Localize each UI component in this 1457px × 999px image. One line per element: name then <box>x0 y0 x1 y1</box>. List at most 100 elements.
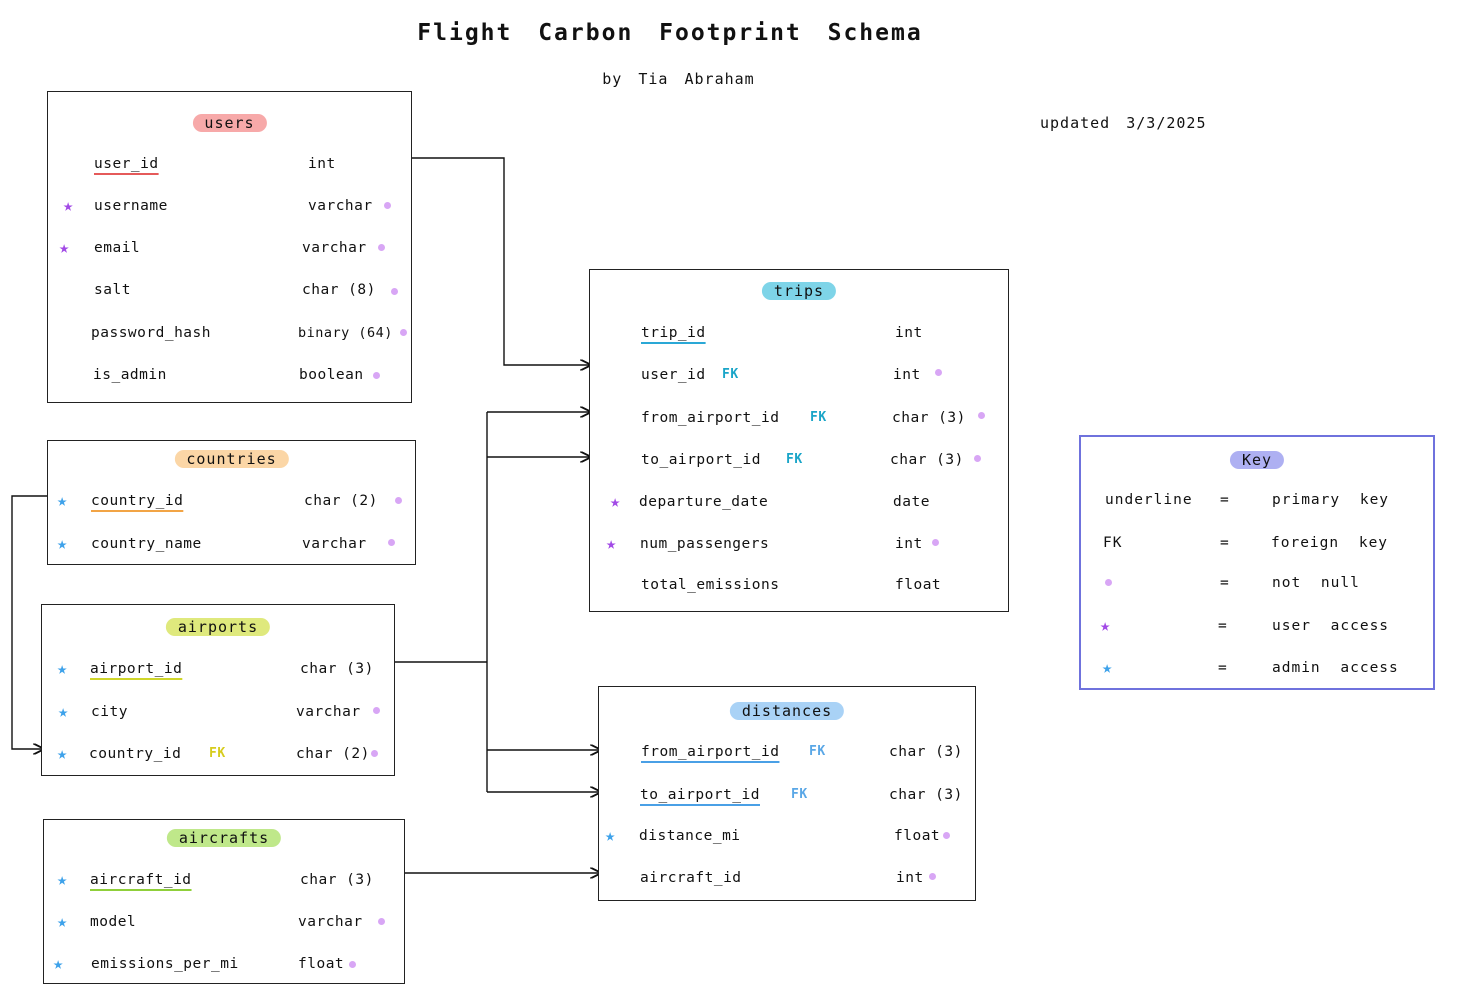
user-access-star-icon: ★ <box>59 238 70 258</box>
column-type: varchar <box>302 240 367 256</box>
table-aircrafts: aircrafts ★ aircraft_id char (3) ★ model… <box>43 819 405 984</box>
column-row: to_airport_id FK char (3) <box>599 787 975 811</box>
legend-key: Key underline = primary key FK = foreign… <box>1079 435 1435 690</box>
column-name: country_name <box>91 536 202 552</box>
column-type: binary (64) <box>298 325 393 341</box>
column-row: ★ departure_date date <box>590 494 1008 518</box>
user-access-star-icon: ★ <box>1100 616 1112 636</box>
column-row: user_id FK int <box>590 367 1008 391</box>
column-type: char (3) <box>300 661 374 677</box>
legend-meaning: admin access <box>1272 660 1399 676</box>
column-row: ★ distance_mi float <box>599 828 975 852</box>
column-type: int <box>896 870 924 886</box>
legend-row: ★ = user access <box>1081 618 1433 642</box>
admin-access-star-icon: ★ <box>57 744 68 764</box>
column-row: trip_id int <box>590 325 1008 349</box>
column-name: departure_date <box>639 494 769 510</box>
column-type: char (2) <box>304 493 378 509</box>
table-title-aircrafts: aircrafts <box>166 829 282 847</box>
column-name: password_hash <box>91 325 211 341</box>
column-name: user_id <box>94 156 159 172</box>
column-name: to_airport_id <box>641 452 761 468</box>
column-name: salt <box>94 282 131 298</box>
column-type: float <box>895 577 942 593</box>
column-type: varchar <box>308 198 373 214</box>
legend-row: underline = primary key <box>1081 492 1433 516</box>
not-null-dot-icon <box>395 497 402 504</box>
legend-equals: = <box>1220 575 1230 591</box>
column-row: ★ username varchar <box>48 198 411 222</box>
not-null-dot-icon <box>373 372 380 379</box>
column-name: country_id <box>91 493 184 509</box>
column-type: char (8) <box>302 282 376 298</box>
column-type: int <box>895 325 923 341</box>
column-row: ★ model varchar <box>44 914 404 938</box>
column-name: from_airport_id <box>641 410 780 426</box>
column-name: num_passengers <box>640 536 770 552</box>
column-name: airport_id <box>90 661 183 677</box>
not-null-dot-icon <box>391 288 398 295</box>
not-null-dot-icon <box>974 455 981 462</box>
column-name: emissions_per_mi <box>91 956 239 972</box>
column-row: total_emissions float <box>590 577 1008 601</box>
column-row: ★ num_passengers int <box>590 536 1008 560</box>
column-type: char (3) <box>890 452 964 468</box>
table-airports: airports ★ airport_id char (3) ★ city va… <box>41 604 395 776</box>
diagram-title: Flight Carbon Footprint Schema <box>417 20 923 46</box>
not-null-dot-icon <box>932 539 939 546</box>
column-row: ★ country_id FK char (2) <box>42 746 394 770</box>
column-type: varchar <box>298 914 363 930</box>
foreign-key-marker: FK <box>722 367 739 382</box>
admin-access-star-icon: ★ <box>57 870 68 890</box>
column-name: country_id <box>89 746 182 762</box>
admin-access-star-icon: ★ <box>57 491 68 511</box>
column-type: char (3) <box>889 787 963 803</box>
foreign-key-marker: FK <box>810 410 827 425</box>
column-row: ★ email varchar <box>48 240 411 264</box>
column-name: aircraft_id <box>640 870 742 886</box>
legend-meaning: foreign key <box>1271 535 1389 551</box>
table-title-distances: distances <box>729 702 845 720</box>
table-countries: countries ★ country_id char (2) ★ countr… <box>47 440 416 565</box>
legend-equals: = <box>1218 618 1228 634</box>
table-distances: distances from_airport_id FK char (3) to… <box>598 686 976 901</box>
link-users-trips <box>412 157 590 365</box>
column-name: user_id <box>641 367 706 383</box>
table-title-users: users <box>192 114 267 132</box>
column-name: email <box>94 240 141 256</box>
column-row: ★ country_id char (2) <box>48 493 415 517</box>
column-row: to_airport_id FK char (3) <box>590 452 1008 476</box>
not-null-dot-icon <box>384 202 391 209</box>
not-null-dot-icon <box>978 412 985 419</box>
column-name: distance_mi <box>639 828 741 844</box>
legend-title: Key <box>1229 451 1285 469</box>
column-row: aircraft_id int <box>599 870 975 894</box>
legend-row: = not null <box>1081 575 1433 599</box>
admin-access-star-icon: ★ <box>57 534 68 554</box>
user-access-star-icon: ★ <box>63 196 74 216</box>
column-row: ★ airport_id char (3) <box>42 661 394 685</box>
legend-symbol: FK <box>1103 535 1123 551</box>
link-airports-trunk <box>395 412 488 792</box>
legend-equals: = <box>1220 535 1230 551</box>
admin-access-star-icon: ★ <box>57 659 68 679</box>
column-row: password_hash binary (64) <box>48 325 411 349</box>
column-type: varchar <box>302 536 367 552</box>
user-access-star-icon: ★ <box>606 534 617 554</box>
column-name: model <box>90 914 137 930</box>
column-row: from_airport_id FK char (3) <box>590 410 1008 434</box>
column-type: int <box>308 156 336 172</box>
column-type: boolean <box>299 367 364 383</box>
legend-row: ★ = admin access <box>1081 660 1433 684</box>
legend-equals: = <box>1220 492 1230 508</box>
column-name: aircraft_id <box>90 872 192 888</box>
link-countries-airports <box>11 495 48 749</box>
column-type: char (3) <box>892 410 966 426</box>
column-row: from_airport_id FK char (3) <box>599 744 975 768</box>
column-type: char (3) <box>889 744 963 760</box>
foreign-key-marker: FK <box>791 787 808 802</box>
foreign-key-marker: FK <box>209 746 226 761</box>
column-name: from_airport_id <box>641 744 780 760</box>
admin-access-star-icon: ★ <box>53 954 64 974</box>
column-type: int <box>895 536 923 552</box>
